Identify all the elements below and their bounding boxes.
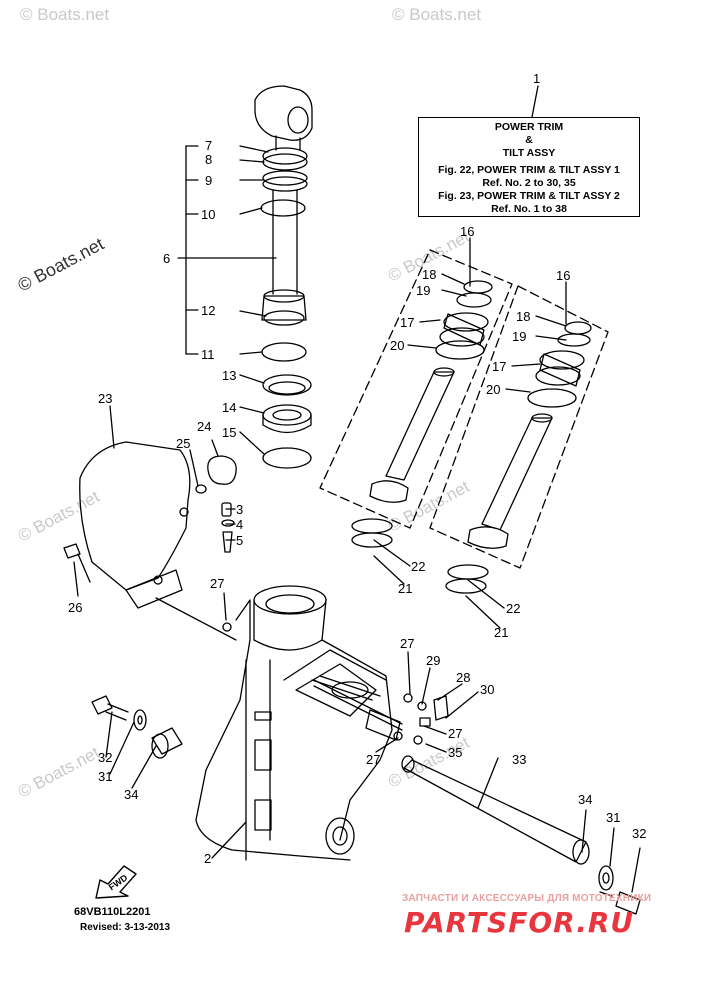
callout-8: 8 — [205, 152, 212, 167]
callout-22: 22 — [411, 559, 425, 574]
callout-32: 32 — [632, 826, 646, 841]
callout-26: 26 — [68, 600, 82, 615]
callout-15: 15 — [222, 425, 236, 440]
callout-9: 9 — [205, 173, 212, 188]
callout-32: 32 — [98, 750, 112, 765]
callout-6: 6 — [163, 251, 170, 266]
title-line: TILT ASSY — [502, 147, 556, 159]
callout-5: 5 — [236, 533, 243, 548]
callout-20: 20 — [390, 338, 404, 353]
watermark: © Boats.net — [392, 5, 481, 24]
leader-lines — [73, 85, 641, 893]
trim-cylinder-group-right — [429, 285, 609, 594]
reference-line: Fig. 22, POWER TRIM & TILT ASSY 1 — [438, 164, 620, 176]
callout-labels: 1 2 3 4 5 6 7 8 9 10 12 11 13 14 15 16 1… — [68, 71, 646, 866]
callout-18: 18 — [422, 267, 436, 282]
callout-27: 27 — [210, 576, 224, 591]
callout-1: 1 — [533, 71, 540, 86]
fwd-arrow-icon: FWD — [95, 865, 137, 899]
callout-16: 16 — [556, 268, 570, 283]
brand-logo: PARTSFOR.RU — [404, 906, 635, 939]
callout-3: 3 — [236, 502, 243, 517]
callout-29: 29 — [426, 653, 440, 668]
callout-33: 33 — [512, 752, 526, 767]
callout-27: 27 — [448, 726, 462, 741]
small-parts-right — [313, 679, 449, 745]
title-line: POWER TRIM — [494, 121, 564, 133]
callout-23: 23 — [98, 391, 112, 406]
callout-16: 16 — [460, 224, 474, 239]
reference-line: Ref. No. 1 to 38 — [491, 203, 567, 215]
callout-34: 34 — [578, 792, 592, 807]
callout-27: 27 — [400, 636, 414, 651]
callout-11: 11 — [201, 347, 215, 362]
shaft-part-33 — [401, 755, 641, 915]
callout-24: 24 — [197, 419, 211, 434]
callout-25: 25 — [176, 436, 190, 451]
callout-34: 34 — [124, 787, 138, 802]
callout-19: 19 — [416, 283, 430, 298]
callout-35: 35 — [448, 745, 462, 760]
trim-cylinder-group-left — [319, 249, 513, 548]
watermark: © Boats.net — [14, 234, 107, 296]
bolt-parts-lower-left — [91, 695, 183, 759]
callout-27: 27 — [366, 752, 380, 767]
callout-bracket-6 — [177, 145, 277, 355]
title-box: POWER TRIM & TILT ASSY Fig. 22, POWER TR… — [418, 117, 640, 217]
title-line: & — [525, 134, 533, 146]
callout-21: 21 — [398, 581, 412, 596]
callout-12: 12 — [201, 303, 215, 318]
callout-18: 18 — [516, 309, 530, 324]
callout-21: 21 — [494, 625, 508, 640]
watermark: © Boats.net — [15, 487, 103, 546]
brand-tagline: ЗАПЧАСТИ И АКСЕССУАРЫ ДЛЯ МОТОТЕХНИКИ — [402, 893, 652, 904]
cover-part-23 — [63, 441, 191, 609]
callout-2: 2 — [204, 851, 211, 866]
main-bracket-housing — [155, 585, 401, 861]
drawing-code: 68VB110L2201 — [74, 906, 151, 918]
tilt-rod-assembly — [254, 85, 313, 469]
callout-14: 14 — [222, 400, 236, 415]
callout-17: 17 — [492, 359, 506, 374]
callout-30: 30 — [480, 682, 494, 697]
callout-20: 20 — [486, 382, 500, 397]
callout-10: 10 — [201, 207, 215, 222]
callout-4: 4 — [236, 517, 243, 532]
reference-line: Ref. No. 2 to 30, 35 — [482, 177, 576, 189]
callout-28: 28 — [456, 670, 470, 685]
callout-31: 31 — [606, 810, 620, 825]
callout-13: 13 — [222, 368, 236, 383]
watermark-layer: © Boats.net © Boats.net © Boats.net © Bo… — [14, 5, 481, 802]
revised-date: Revised: 3-13-2013 — [80, 922, 171, 933]
callout-31: 31 — [98, 769, 112, 784]
watermark: © Boats.net — [20, 5, 109, 24]
small-parts-left — [195, 455, 237, 632]
callout-22: 22 — [506, 601, 520, 616]
reference-line: Fig. 23, POWER TRIM & TILT ASSY 2 — [438, 190, 620, 202]
callout-7: 7 — [205, 138, 212, 153]
callout-19: 19 — [512, 329, 526, 344]
callout-17: 17 — [400, 315, 414, 330]
watermark: © Boats.net — [15, 743, 103, 802]
